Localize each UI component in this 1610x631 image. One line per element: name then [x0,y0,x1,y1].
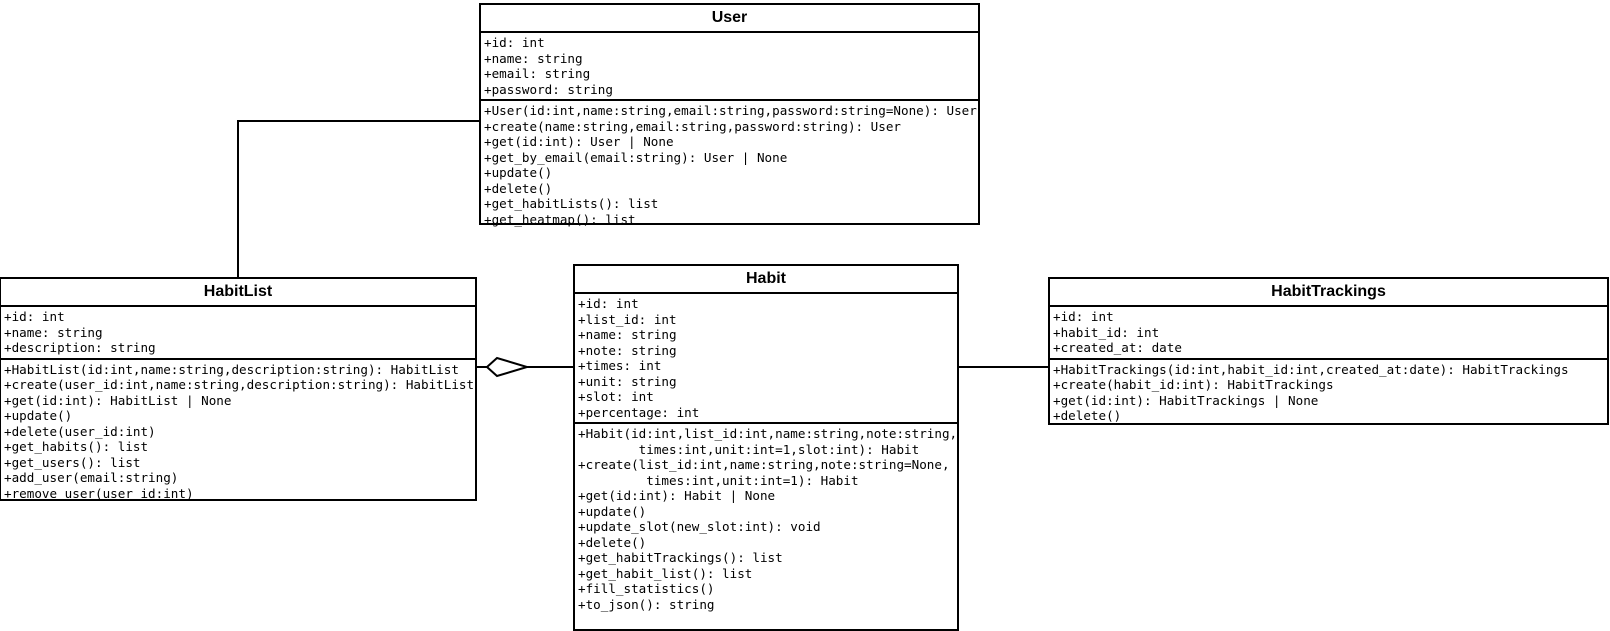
class-attribute: +list_id: int [578,311,677,327]
class-attribute: +id: int [1053,309,1114,324]
class-method: +User(id:int,name:string,email:string,pa… [484,103,977,118]
class-attribute: +id: int [578,296,639,311]
class-method: +Habit(id:int,list_id:int,name:string,no… [578,426,958,441]
class-attribute: +name: string [4,324,103,340]
class-attribute: +id: int [4,309,65,324]
class-method: +HabitList(id:int,name:string,descriptio… [4,361,459,377]
class-methods-user: +User(id:int,name:string,email:string,pa… [481,101,978,229]
connector-user-habitlist-horizontal [237,120,483,122]
class-method: +get_by_email(email:string): User | None [484,149,788,165]
class-method: +update() [4,408,73,423]
class-separator [1050,357,1607,360]
class-attribute: +name: string [484,50,583,66]
class-method: +get_habitTrackings(): list [578,550,783,565]
class-method: +update_slot(new_slot:int): void [578,519,821,534]
class-separator [575,422,957,424]
class-separator [1050,305,1607,307]
class-method: +get(id:int): HabitList | None [4,392,232,408]
class-separator [575,292,957,294]
class-methods-habit: +Habit(id:int,list_id:int,name:string,no… [575,424,957,614]
class-method: +delete() [484,180,553,196]
class-method: +update() [484,165,553,180]
class-box-habittrackings[interactable]: HabitTrackings +id: int +habit_id: int +… [1048,277,1609,425]
class-method: +create(user_id:int,name:string,descript… [4,377,475,392]
class-attribute: +times: int [578,358,662,373]
class-attribute: +created_at: date [1053,340,1182,355]
class-method: +create(habit_id:int): HabitTrackings [1053,377,1334,392]
class-method: +get(id:int): HabitTrackings | None [1053,392,1319,408]
class-method: +delete(user_id:int) [4,423,156,439]
class-methods-habittrackings: +HabitTrackings(id:int,habit_id:int,crea… [1050,360,1607,426]
class-attribute: +name: string [578,327,677,342]
aggregation-diamond-icon [486,356,528,378]
class-separator [481,31,978,33]
class-separator [1,305,475,307]
class-attribute: +id: int [484,35,545,50]
class-title-habitlist: HabitList [203,283,273,300]
class-attribute: +email: string [484,66,591,81]
class-method: +create(name:string,email:string,passwor… [484,118,902,134]
class-method: +create(list_id:int,name:string,note:str… [578,457,950,472]
class-method: +add_user(email:string) [4,470,179,485]
class-box-user[interactable]: User +id: int +name: string +email: stri… [479,3,980,227]
class-method: +update() [578,503,647,519]
class-method: +get_habits(): list [4,439,149,454]
class-attributes-user: +id: int +name: string +email: string +p… [481,33,978,99]
class-attribute: +password: string [484,81,613,97]
class-method-continuation: times:int,unit:int=1,slot:int): Habit [578,441,920,457]
connector-habit-habittrackings [958,366,1057,368]
class-methods-habitlist: +HabitList(id:int,name:string,descriptio… [1,360,475,504]
class-title-habit: Habit [746,270,786,287]
class-attribute: +description: string [4,340,156,355]
class-method: +to_json(): string [578,596,715,612]
connector-user-habitlist-vertical [237,120,239,277]
class-attribute: +unit: string [578,373,677,389]
class-attribute: +slot: int [578,389,654,404]
class-attributes-habittrackings: +id: int +habit_id: int +created_at: dat… [1050,307,1607,358]
class-box-habitlist[interactable]: HabitList +id: int +name: string +descri… [0,277,477,501]
class-method: +fill_statistics() [578,581,715,596]
class-separator [1,357,475,360]
class-method: +get_heatmap(): list [484,211,636,227]
class-method: +remove_user(user_id:int) [4,485,194,501]
class-method-continuation: times:int,unit:int=1): Habit [578,472,859,488]
class-box-habit[interactable]: Habit +id: int +list_id: int +name: stri… [573,264,959,631]
class-method: +HabitTrackings(id:int,habit_id:int,crea… [1053,361,1569,377]
class-separator [481,99,978,101]
class-attributes-habit: +id: int +list_id: int +name: string +no… [575,294,957,422]
class-method: +get_habit_list(): list [578,565,753,581]
class-attribute: +habit_id: int [1053,324,1160,340]
class-method: +delete() [1053,408,1122,423]
class-attributes-habitlist: +id: int +name: string +description: str… [1,307,475,358]
class-attribute: +percentage: int [578,404,700,420]
class-method: +get_users(): list [4,454,141,470]
class-title-user: User [711,9,748,26]
class-title-habittrackings: HabitTrackings [1271,283,1386,300]
class-method: +delete() [578,534,647,550]
class-method: +get_habitLists(): list [484,196,659,211]
class-method: +get(id:int): Habit | None [578,488,776,503]
class-method: +get(id:int): User | None [484,134,674,149]
class-attribute: +note: string [578,342,677,358]
